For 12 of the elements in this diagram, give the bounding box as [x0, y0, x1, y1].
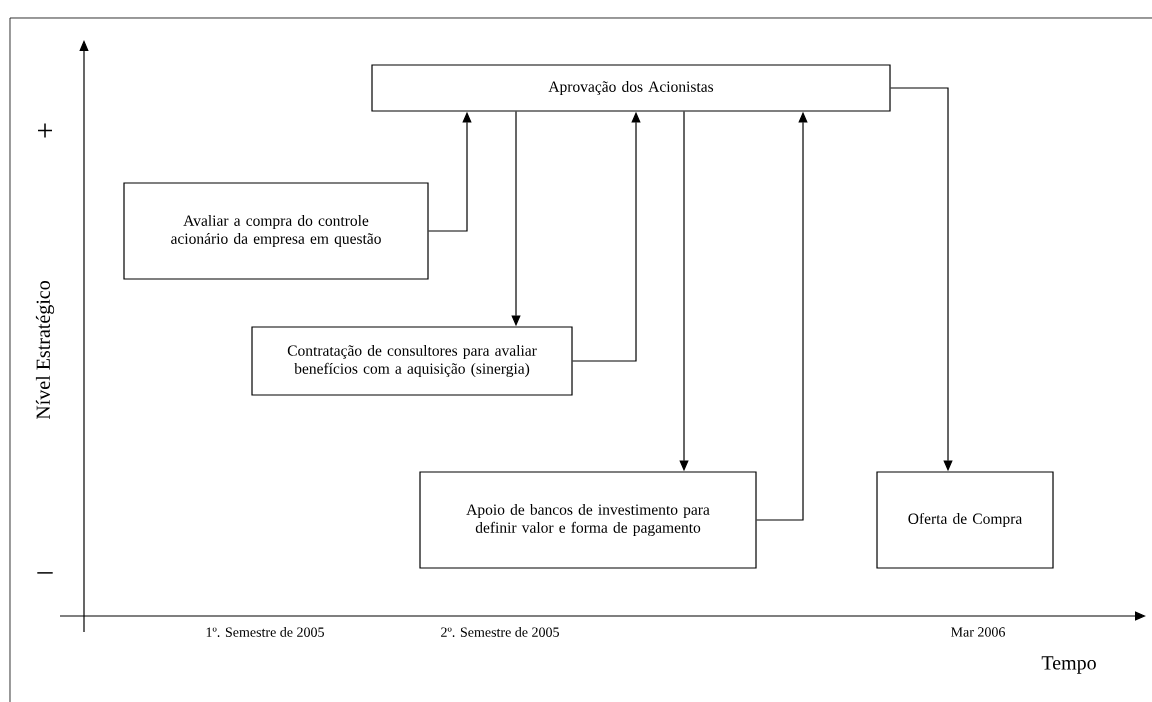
tick-label: 1º. Semestre de 2005 — [206, 627, 324, 637]
process-box: Contratação de consultores para avaliar benefícios com a aquisição (sinergia) — [251, 326, 573, 396]
axis-label: Nível Estratégico — [35, 281, 55, 420]
process-box: Oferta de Compra — [876, 471, 1054, 569]
tick-label: Mar 2006 — [951, 627, 1005, 637]
tick-label: Tempo — [1041, 656, 1096, 674]
tick-label: 2º. Semestre de 2005 — [441, 627, 559, 637]
axis-sign: – — [37, 572, 53, 574]
process-box: Aprovação dos Acionistas — [371, 64, 891, 112]
process-box: Apoio de bancos de investimento para definir valor e forma de pagamento — [419, 471, 757, 569]
process-box: Avaliar a compra do controle acionário da empresa em questão — [123, 182, 429, 280]
axis-sign: + — [38, 123, 52, 138]
